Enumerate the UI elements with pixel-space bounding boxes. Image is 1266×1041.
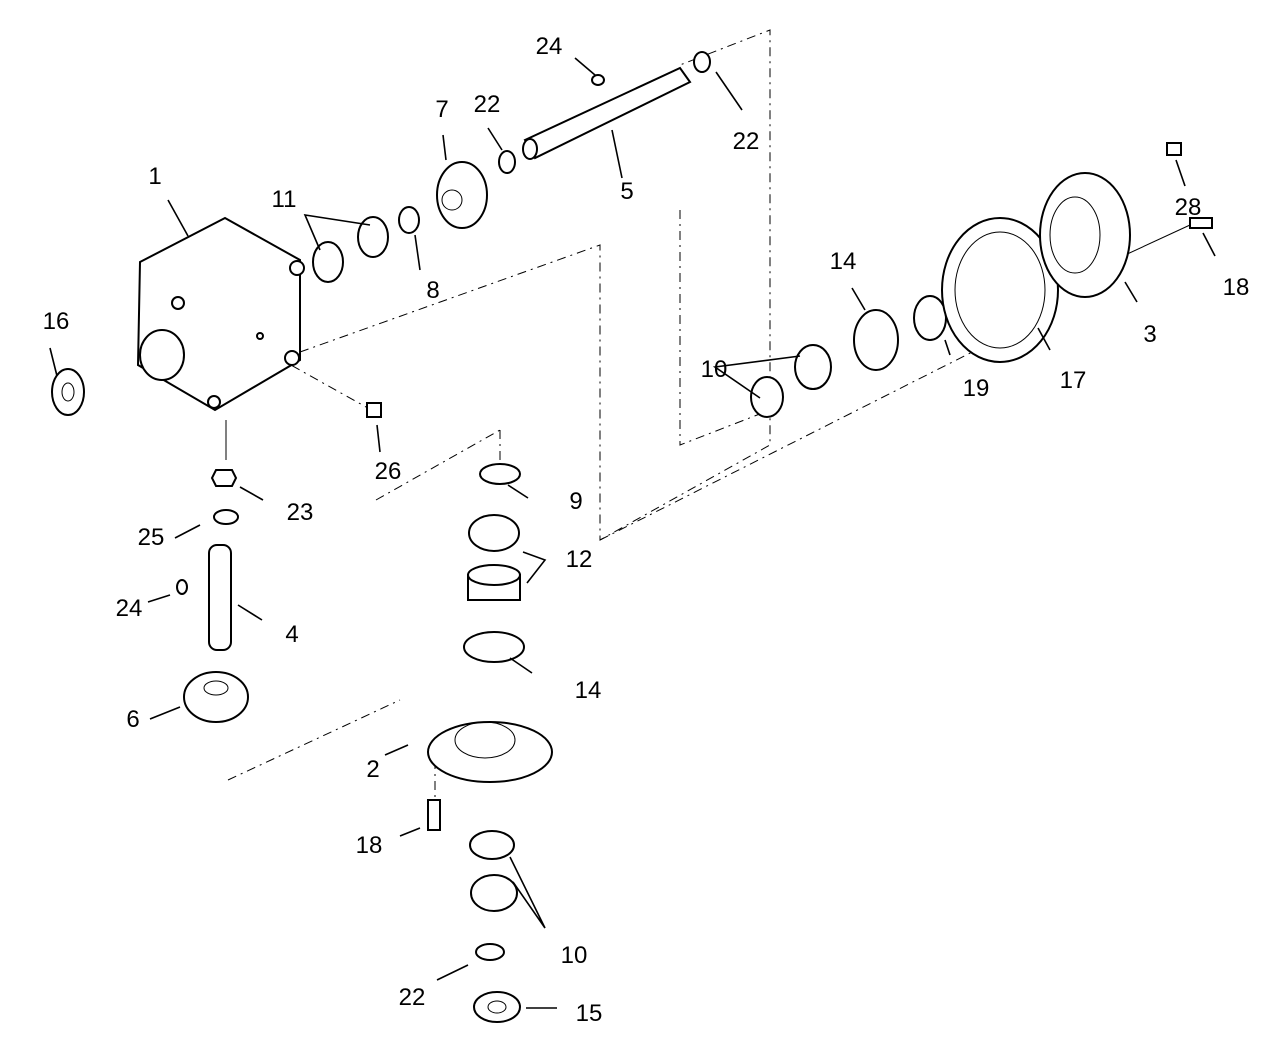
callout-11: 11 — [271, 186, 297, 213]
callout-26: 26 — [374, 458, 402, 485]
part-oil-seal-left — [51, 368, 85, 416]
callout-22-right: 22 — [732, 128, 760, 155]
callout-5: 5 — [620, 178, 634, 205]
part-bearing-cone-11 — [357, 216, 389, 258]
part-vertical-shaft — [208, 544, 232, 651]
callout-24-left: 24 — [115, 595, 143, 622]
callout-17: 17 — [1059, 367, 1087, 394]
part-shim-ring-lower — [463, 631, 525, 663]
callout-10-side: 10 — [700, 356, 728, 383]
callout-7: 7 — [435, 96, 449, 123]
callout-14-lower: 14 — [574, 677, 602, 704]
callout-16: 16 — [42, 308, 70, 335]
callout-3: 3 — [1143, 321, 1157, 348]
callout-24-top: 24 — [535, 33, 563, 60]
part-bearing-cup-10a — [794, 344, 832, 390]
leader-arrows — [49, 57, 1216, 1009]
part-snap-ring-right — [693, 51, 711, 73]
callout-9: 9 — [569, 488, 583, 515]
part-washer — [398, 206, 420, 234]
callout-28: 28 — [1174, 194, 1202, 221]
callout-22-left: 22 — [473, 91, 501, 118]
part-washer-lower — [479, 463, 521, 485]
part-bearing-cone-10b — [470, 874, 518, 912]
part-bevel-gear-lower — [183, 671, 249, 723]
part-bearing-cone-12 — [468, 514, 520, 552]
part-vent-plug — [1166, 142, 1182, 156]
callout-23: 23 — [286, 499, 314, 526]
part-key-vertical — [176, 579, 188, 595]
callout-25: 25 — [137, 524, 165, 551]
part-bearing-cone-10a — [750, 376, 784, 418]
callout-10-bottom: 10 — [560, 942, 588, 969]
callout-18-bottom: 18 — [355, 832, 383, 859]
callout-22-bottom: 22 — [398, 984, 426, 1011]
part-oil-seal-bottom — [473, 991, 521, 1023]
part-plug-housing — [366, 402, 382, 418]
callout-15: 15 — [575, 1000, 603, 1027]
part-key — [591, 74, 605, 86]
part-gasket — [941, 217, 1059, 363]
part-bevel-gear-upper — [436, 161, 488, 229]
part-horizontal-shaft — [523, 66, 692, 160]
part-shim-ring-side — [853, 309, 899, 371]
part-nut — [210, 469, 238, 487]
part-plug-cap — [213, 509, 239, 525]
part-bearing-cup-11 — [312, 241, 344, 283]
callout-2: 2 — [366, 756, 380, 783]
callout-19: 19 — [962, 375, 990, 402]
part-snap-ring — [498, 150, 516, 174]
callout-1: 1 — [148, 163, 162, 190]
part-snap-ring-bottom — [475, 943, 505, 961]
part-side-bearing-cap — [1039, 172, 1131, 298]
callout-12: 12 — [565, 546, 593, 573]
part-oil-seal-side — [913, 295, 947, 341]
callout-4: 4 — [285, 621, 299, 648]
callout-6: 6 — [126, 706, 140, 733]
callout-8: 8 — [426, 277, 440, 304]
callout-18-side: 18 — [1222, 274, 1250, 301]
part-bottom-bearing-cap — [427, 721, 553, 783]
callout-14-side: 14 — [829, 248, 857, 275]
part-bearing-cup-10b — [469, 830, 515, 860]
part-bolt-side — [1189, 217, 1213, 229]
part-gearbox-housing — [136, 216, 305, 412]
part-bolt-bottom — [427, 799, 441, 831]
